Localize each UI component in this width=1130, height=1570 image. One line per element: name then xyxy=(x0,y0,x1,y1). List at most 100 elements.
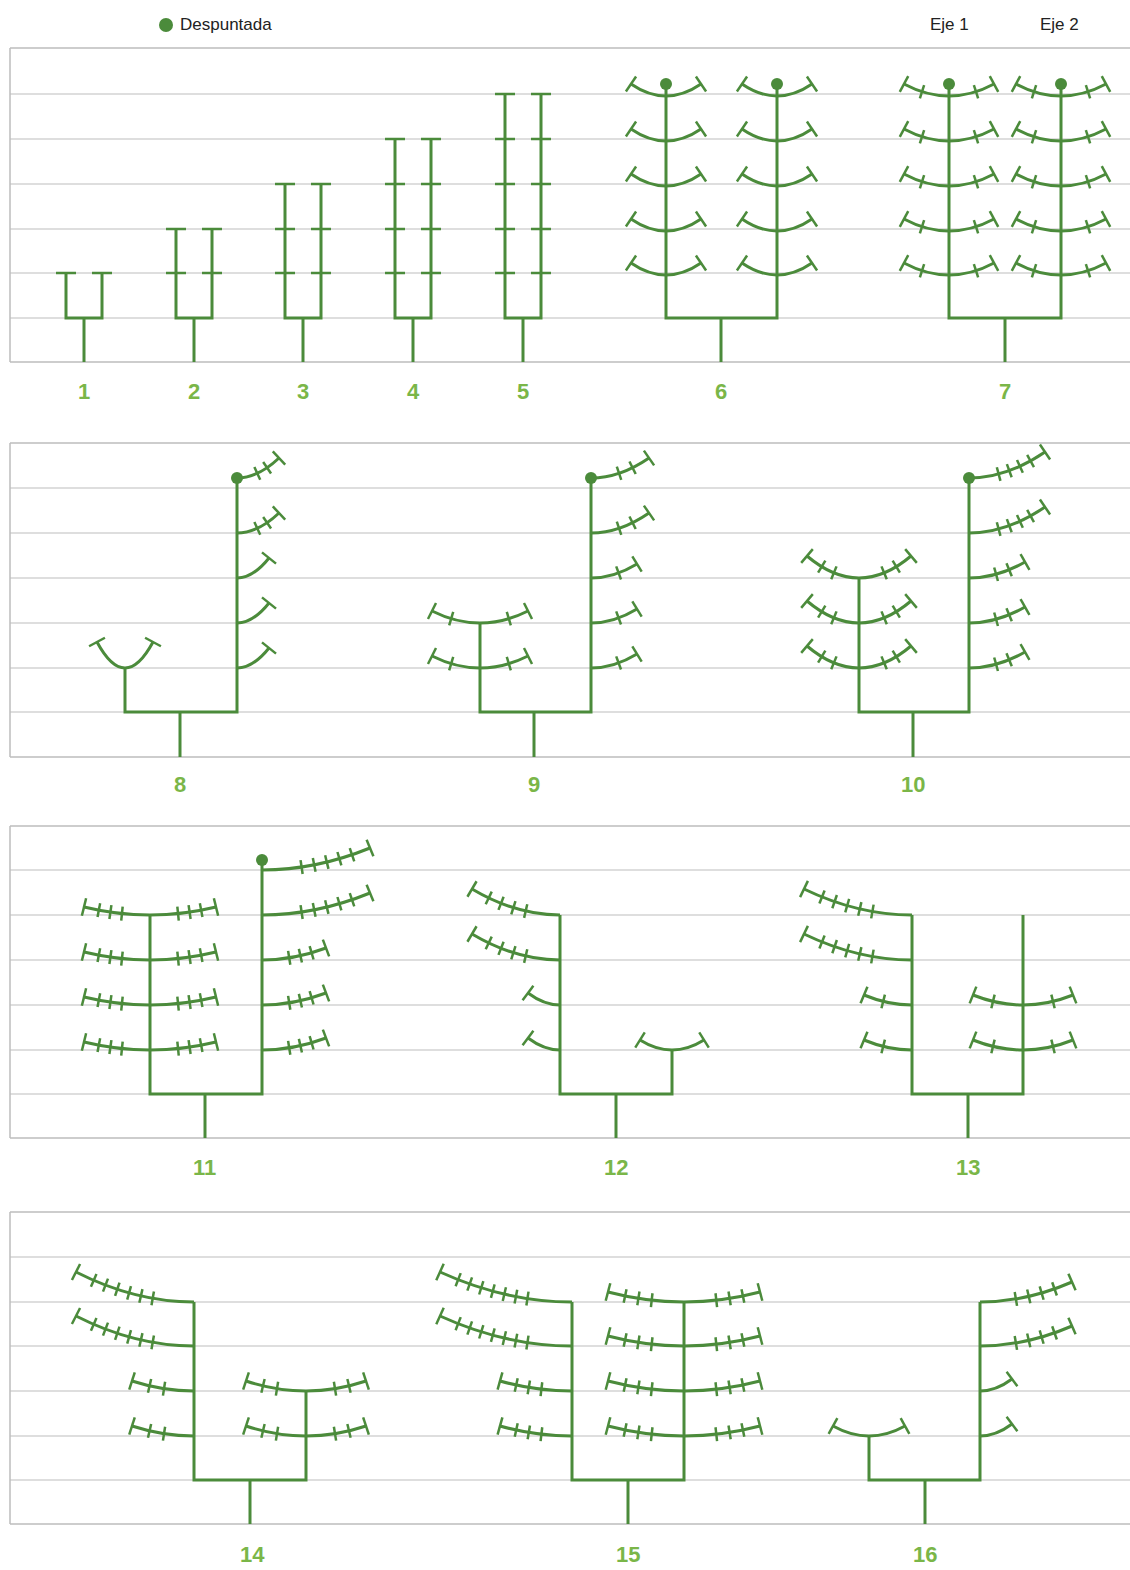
cane xyxy=(684,1292,760,1302)
cane-cap xyxy=(1012,76,1020,92)
panel-border xyxy=(9,443,11,757)
bud-tick xyxy=(832,940,837,953)
cane-cap xyxy=(214,898,218,915)
cane-cap xyxy=(436,1264,443,1280)
bud-tick xyxy=(831,611,836,624)
cane xyxy=(1061,263,1106,275)
cane xyxy=(608,1381,684,1391)
cane-cap xyxy=(626,122,636,137)
bud-tick xyxy=(337,897,341,910)
cane xyxy=(684,1381,760,1391)
cane xyxy=(480,656,528,668)
stage-number: 12 xyxy=(604,1155,628,1181)
trunk xyxy=(615,1094,618,1138)
bud-tick xyxy=(974,175,978,188)
trunk xyxy=(912,712,915,757)
cane-cap xyxy=(758,1283,763,1300)
cane xyxy=(1016,129,1061,141)
cane-cap xyxy=(990,76,998,92)
bud-tick xyxy=(121,952,122,966)
cane-cap xyxy=(758,1372,763,1389)
cane xyxy=(904,129,949,141)
cane xyxy=(973,1040,1023,1050)
cane xyxy=(84,1042,150,1050)
bud-tick xyxy=(1051,1040,1054,1054)
spur-mark xyxy=(495,93,515,96)
bud-tick xyxy=(511,901,515,914)
bud-tick xyxy=(350,848,355,861)
bud-tick xyxy=(974,85,978,98)
cane-cap xyxy=(1040,500,1050,515)
cane xyxy=(125,642,153,668)
cane xyxy=(1061,84,1106,96)
bud-tick xyxy=(858,902,861,916)
bud-tick xyxy=(637,1425,639,1439)
bud-tick xyxy=(845,899,849,912)
bud-tick xyxy=(1032,130,1036,143)
bud-tick xyxy=(742,1423,745,1437)
cane-cap xyxy=(990,166,998,182)
cane xyxy=(237,558,269,578)
cane xyxy=(97,642,125,668)
cane-cap xyxy=(1012,121,1020,137)
bud-tick xyxy=(139,1333,142,1347)
bud-tick xyxy=(337,852,341,865)
bud-tick xyxy=(511,946,515,959)
bud-tick xyxy=(498,897,503,910)
bud-tick xyxy=(449,657,453,670)
cane xyxy=(742,129,777,141)
bud-tick xyxy=(151,1335,153,1349)
cane-cap xyxy=(273,506,285,519)
panel-border xyxy=(10,756,1130,758)
bud-tick xyxy=(541,1382,543,1396)
bud-tick xyxy=(163,1427,165,1441)
cane-cap xyxy=(72,1308,80,1324)
cane-cap xyxy=(428,603,436,619)
panel-border xyxy=(9,48,11,362)
topped-tip-dot xyxy=(963,472,975,484)
bud-tick xyxy=(200,903,203,917)
cane xyxy=(777,263,812,275)
bud-tick xyxy=(1032,264,1036,277)
cane-cap xyxy=(89,638,105,647)
cane-cap xyxy=(606,1283,611,1300)
bud-tick xyxy=(288,996,290,1010)
bud-tick xyxy=(616,566,621,579)
cane xyxy=(76,1272,194,1302)
cane xyxy=(84,907,150,915)
bud-tick xyxy=(148,1424,151,1438)
bud-tick xyxy=(974,264,978,277)
stage-number: 1 xyxy=(78,379,90,405)
axis-label: Eje 2 xyxy=(1040,15,1079,35)
spur-mark xyxy=(385,138,405,141)
cane-cap xyxy=(428,648,436,664)
arm-frame xyxy=(572,1302,684,1480)
cane xyxy=(150,997,216,1005)
cane-cap xyxy=(82,1033,86,1050)
bud-tick xyxy=(1007,519,1012,532)
cane-cap xyxy=(807,212,817,227)
bud-tick xyxy=(127,1286,131,1299)
spur-mark xyxy=(385,183,405,186)
cane xyxy=(591,654,637,668)
cane-cap xyxy=(807,256,817,271)
bud-tick xyxy=(288,1041,290,1055)
bud-tick xyxy=(189,950,191,964)
bud-tick xyxy=(313,903,316,917)
stage-number: 9 xyxy=(528,772,540,798)
cane-cap xyxy=(243,1372,249,1389)
cane-cap xyxy=(214,988,218,1005)
bud-tick xyxy=(254,467,260,480)
cane-cap xyxy=(363,1372,369,1389)
cane xyxy=(969,507,1045,533)
bud-tick xyxy=(254,522,260,535)
cane-cap xyxy=(737,122,747,137)
bud-tick xyxy=(310,991,314,1004)
legend-text: Despuntada xyxy=(180,15,272,35)
bud-tick xyxy=(325,855,328,869)
cane-cap xyxy=(644,451,654,466)
spur-mark xyxy=(92,272,112,275)
spur-mark xyxy=(531,183,551,186)
topped-tip-dot xyxy=(660,78,672,90)
cane-cap xyxy=(82,898,86,915)
